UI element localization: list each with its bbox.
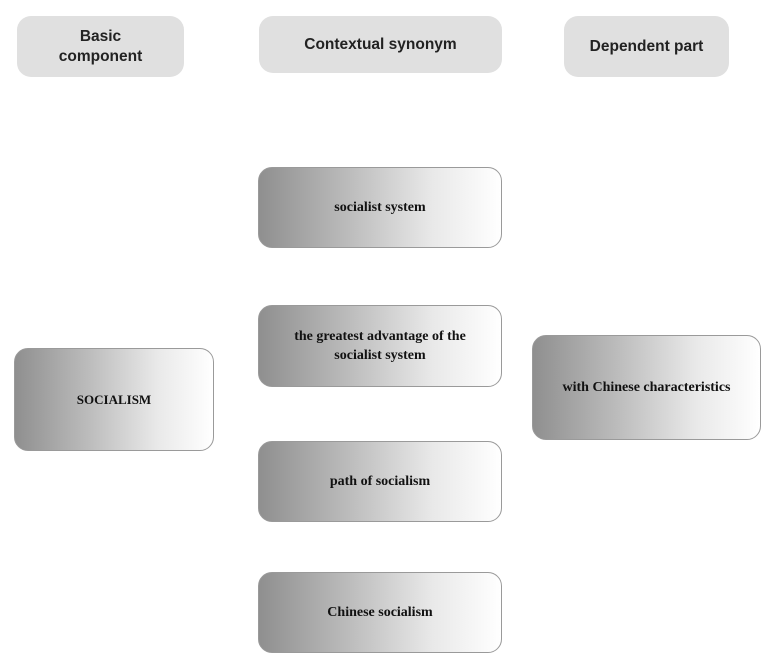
node-synonym-chinese-socialism: Chinese socialism (258, 572, 502, 653)
header-basic-component-text: Basic component (59, 27, 143, 67)
node-dependent-part: with Chinese characteristics (532, 335, 761, 440)
node-synonym-socialist-system: socialist system (258, 167, 502, 248)
header-basic-component-line1: Basic (79, 27, 122, 45)
node-synonym-label: path of socialism (329, 474, 431, 489)
header-basic-component: Basic component (17, 16, 184, 77)
header-contextual-synonym: Contextual synonym (259, 16, 502, 73)
header-dependent-part-label: Dependent part (589, 37, 704, 55)
node-synonym-label: Chinese socialism (327, 605, 433, 620)
header-basic-component-line2: component (58, 47, 143, 65)
header-contextual-synonym-label: Contextual synonym (304, 35, 457, 53)
header-dependent-part: Dependent part (564, 16, 729, 77)
node-synonym-path-of-socialism: path of socialism (258, 441, 502, 522)
node-synonym-label-line2: socialist system (334, 348, 426, 363)
node-dependent-part-label: with Chinese characteristics (562, 380, 731, 395)
node-synonym-label: socialist system (334, 200, 426, 215)
node-synonym-label-line1: the greatest advantage of the (294, 329, 466, 344)
node-synonym-greatest-advantage: the greatest advantage of the socialist … (258, 305, 502, 387)
node-synonym-text: the greatest advantage of the socialist … (294, 327, 466, 365)
node-basic-component: SOCIALISM (14, 348, 214, 451)
node-basic-component-label: SOCIALISM (76, 392, 152, 407)
